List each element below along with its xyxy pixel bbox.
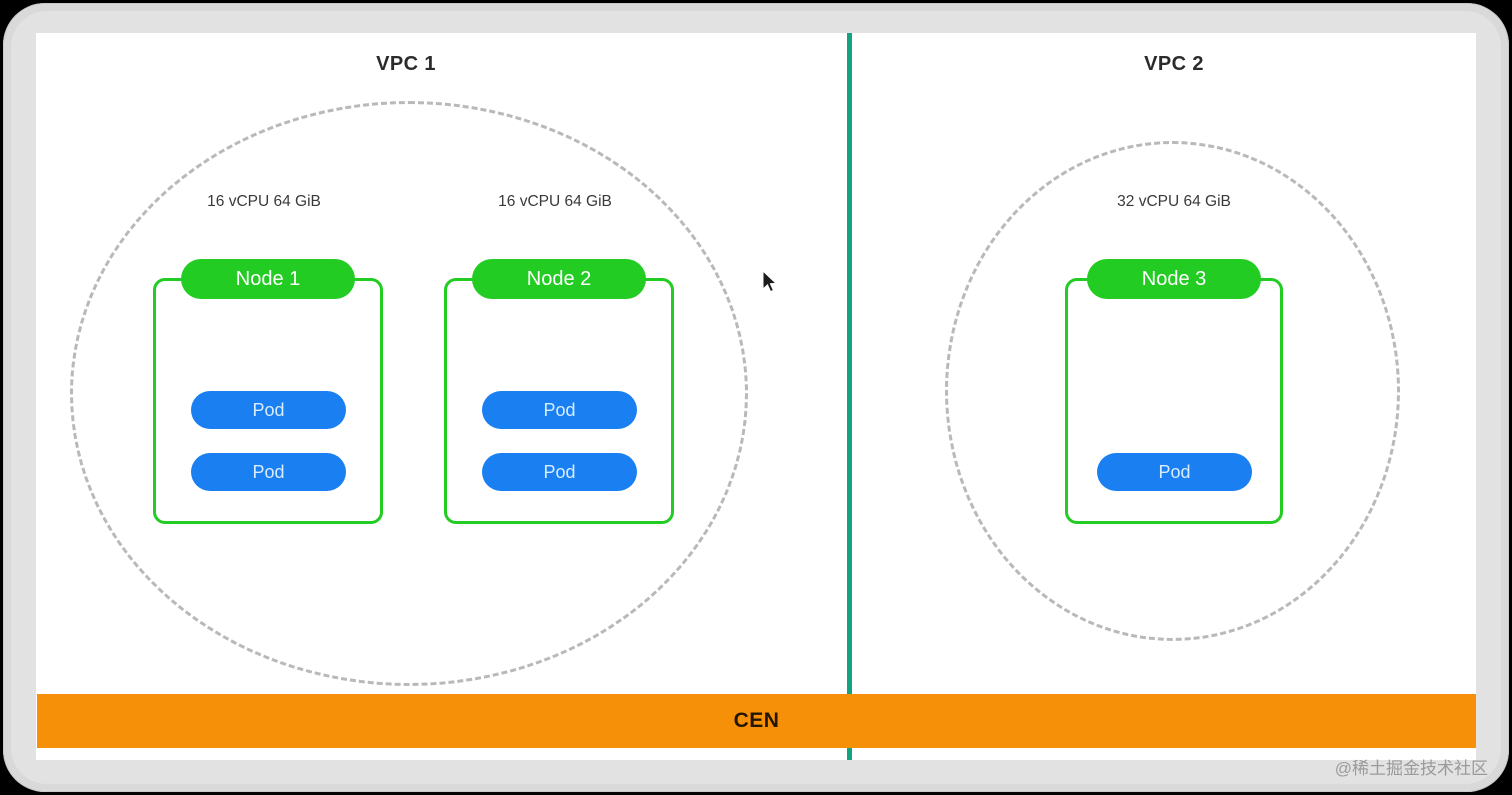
- cen-bar[interactable]: CEN: [37, 694, 1476, 748]
- node-2[interactable]: Node 2 Pod Pod: [444, 259, 674, 524]
- node1-spec-label: 16 vCPU 64 GiB: [207, 193, 321, 210]
- node-3[interactable]: Node 3 Pod: [1065, 259, 1283, 524]
- node-1-label[interactable]: Node 1: [181, 259, 355, 299]
- node-2-pod-2[interactable]: Pod: [482, 453, 637, 491]
- vpc2-boundary-circle: [945, 141, 1400, 641]
- vpc1-title: VPC 1: [376, 53, 436, 75]
- watermark-text: @稀土掘金技术社区: [1334, 759, 1488, 778]
- node-2-label[interactable]: Node 2: [472, 259, 646, 299]
- node3-spec-label: 32 vCPU 64 GiB: [1117, 193, 1231, 210]
- node-2-pod-1[interactable]: Pod: [482, 391, 637, 429]
- vpc2-title: VPC 2: [1144, 53, 1204, 75]
- node-1-pod-2[interactable]: Pod: [191, 453, 346, 491]
- node-3-label[interactable]: Node 3: [1087, 259, 1261, 299]
- diagram-canvas: VPC 1 VPC 2 16 vCPU 64 GiB Node 1 Pod Po…: [36, 33, 1476, 760]
- vpc1-boundary-circle: [70, 101, 748, 686]
- node-1-pod-1[interactable]: Pod: [191, 391, 346, 429]
- vpc-divider-line: [847, 33, 852, 760]
- node-3-pod-1[interactable]: Pod: [1097, 453, 1252, 491]
- node2-spec-label: 16 vCPU 64 GiB: [498, 193, 612, 210]
- node-1[interactable]: Node 1 Pod Pod: [153, 259, 383, 524]
